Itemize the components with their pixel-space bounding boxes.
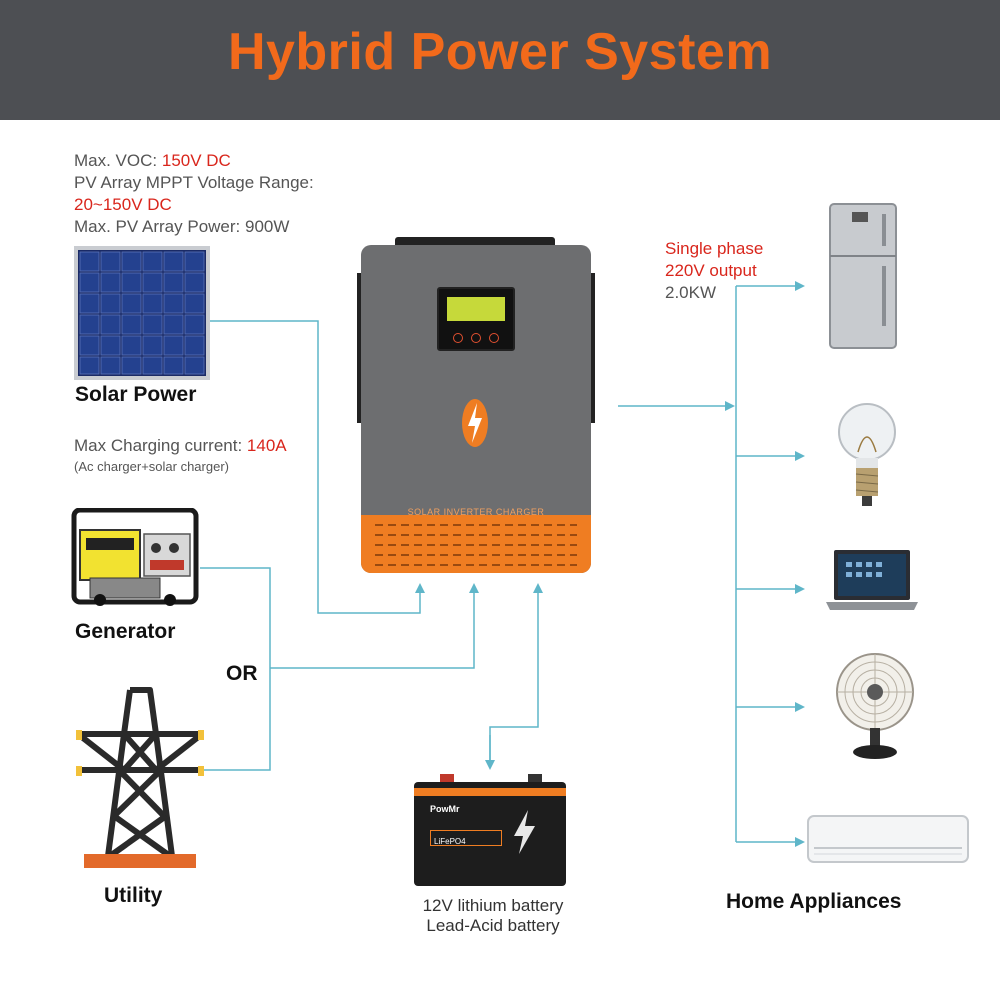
battery-wire [490,585,538,762]
charging-note: (Ac charger+solar charger) [74,459,287,474]
battery-brand: PowMr [430,804,460,814]
display-button-1[interactable] [453,333,463,343]
battery-line1: 12V lithium battery [400,896,586,916]
pv-power-line: Max. PV Array Power: 900W [74,216,314,238]
battery-bolt-icon [510,808,538,856]
refrigerator-icon [828,202,898,350]
battery-stripe [414,788,566,796]
battery-label-box: LiFePO4 [430,830,502,846]
solar-power-label: Solar Power [75,383,196,407]
charging-value: 140A [247,436,287,455]
lightning-logo-icon [461,397,489,449]
voc-label: Max. VOC: [74,151,162,170]
charging-label: Max Charging current: [74,436,247,455]
solar-panel-icon [74,246,210,380]
output-spec: Single phase 220V output 2.0KW [665,238,763,304]
laptop-icon [824,548,920,612]
or-label: OR [226,662,258,686]
inverter-vent [361,515,591,573]
light-bulb-icon [836,402,898,510]
display-button-2[interactable] [471,333,481,343]
voc-value: 150V DC [162,151,231,170]
generator-icon [70,508,200,608]
battery-caption: 12V lithium battery Lead-Acid battery [400,896,586,936]
home-appliances-label: Home Appliances [726,890,901,914]
battery-body: PowMr LiFePO4 [414,782,566,886]
charging-spec: Max Charging current: 140A (Ac charger+s… [74,435,287,474]
output-power: 2.0KW [665,282,763,304]
inverter-panel-text: SOLAR INVERTER CHARGER [361,507,591,517]
utility-tower-icon [72,686,208,878]
display-button-3[interactable] [489,333,499,343]
mppt-value: 20~150V DC [74,194,314,216]
pv-specs: Max. VOC: 150V DC PV Array MPPT Voltage … [74,150,314,238]
air-conditioner-icon [806,814,970,866]
output-voltage: 220V output [665,260,763,282]
mppt-label: PV Array MPPT Voltage Range: [74,172,314,194]
generator-label: Generator [75,620,175,644]
utility-label: Utility [104,884,162,908]
battery-icon: PowMr LiFePO4 [414,774,566,886]
grid-wire [270,585,474,668]
inverter-unit: SOLAR INVERTER CHARGER [361,237,591,573]
battery-line2: Lead-Acid battery [400,916,586,936]
inverter-display [437,287,515,351]
battery-chem: LiFePO4 [431,837,466,846]
lcd-screen [447,297,505,321]
output-phase: Single phase [665,238,763,260]
fan-icon [830,652,920,762]
